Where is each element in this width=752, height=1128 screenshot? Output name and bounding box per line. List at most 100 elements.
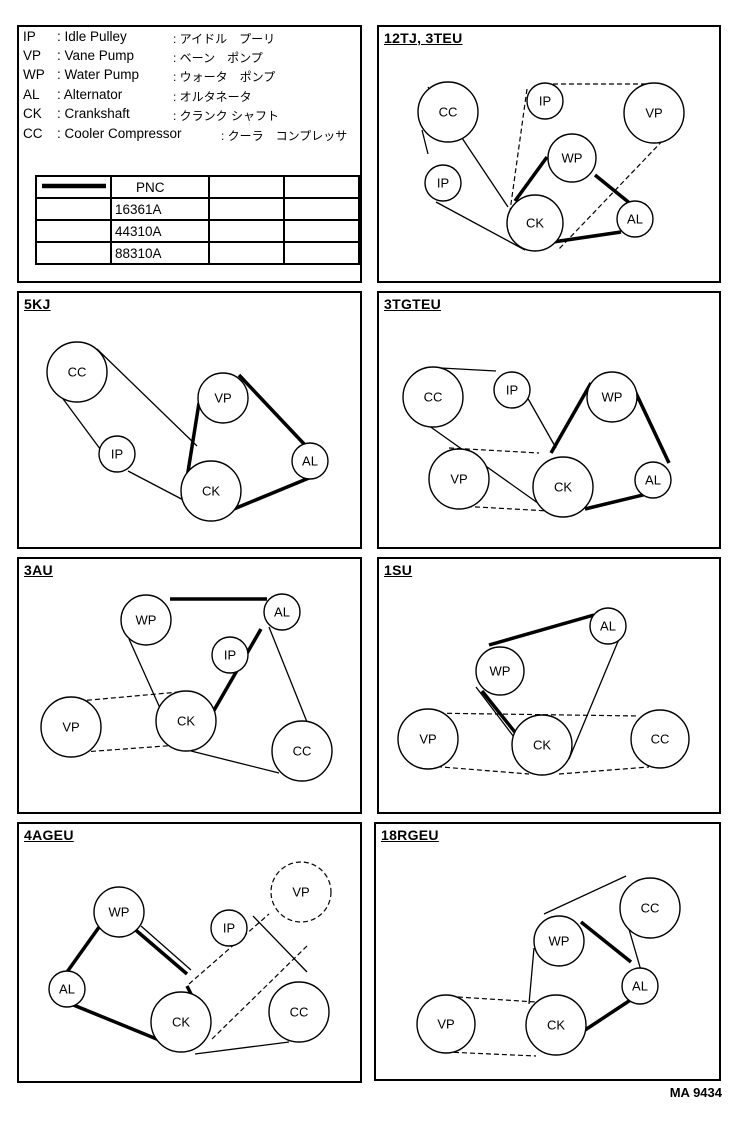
pulley-label: CK: [533, 738, 551, 753]
pulley-ip: [424, 164, 462, 202]
pulley-label: AL: [632, 979, 648, 994]
pulley-label: CK: [202, 484, 220, 499]
panel-title: 18RGEU: [381, 827, 439, 843]
pulley-al: [634, 461, 672, 499]
pulley-label: AL: [627, 212, 643, 227]
belt-diagram: CC WP AL VP CK: [416, 875, 681, 1057]
pulley-label: IP: [437, 176, 449, 191]
panel-title: 5KJ: [24, 296, 51, 312]
pulley-wp: [547, 133, 597, 183]
legend-row-cc: CC: Cooler Compressor: クーラ コンプレッサ: [23, 126, 348, 143]
belt-diagram: CC IP VP AL CK: [46, 341, 329, 522]
figure-code: MA 9434: [669, 1085, 722, 1100]
pulley-label: CC: [290, 1005, 309, 1020]
pulley-label: IP: [224, 648, 236, 663]
pulley-cc: [630, 709, 690, 769]
pulley-label: CK: [554, 480, 572, 495]
pulley-label: WP: [602, 390, 623, 405]
pulley-label: CK: [172, 1015, 190, 1030]
pulley-al: [621, 967, 659, 1005]
pulley-ck: [525, 994, 587, 1056]
pulley-cc: [402, 366, 464, 428]
pulley-label: WP: [490, 664, 511, 679]
pulley-ip: [211, 636, 249, 674]
pulley-label: AL: [59, 982, 75, 997]
pulley-al: [291, 442, 329, 480]
diagram-4ageu: 4AGEU VP WP IP AL: [17, 822, 362, 1083]
diagram-3tgteu: 3TGTEU CC IP WP VP CK: [377, 291, 721, 549]
pulley-vp: [197, 372, 249, 424]
panel-title: 3AU: [24, 562, 53, 578]
panel-title: 4AGEU: [24, 827, 74, 843]
pulley-label: WP: [136, 613, 157, 628]
pulley-ip: [210, 909, 248, 947]
diagram-12tj-3teu: 12TJ, 3TEU CC IP IP VP WP: [377, 25, 721, 283]
pulley-label: AL: [274, 605, 290, 620]
belt-diagram: VP WP IP AL CK CC: [48, 861, 332, 1055]
pulley-label: VP: [450, 472, 467, 487]
diagram-18rgeu: 18RGEU CC WP AL VP CK: [374, 822, 721, 1081]
pnc-row-dashed: 44310A: [35, 185, 360, 243]
panel-title: 1SU: [384, 562, 413, 578]
pulley-vp: [623, 82, 685, 144]
pulley-label: VP: [645, 106, 662, 121]
pulley-label: IP: [506, 383, 518, 398]
belt-diagram: CC IP WP VP CK AL: [402, 366, 672, 518]
pulley-label: CC: [641, 901, 660, 916]
pulley-label: AL: [600, 619, 616, 634]
pulley-ip: [98, 435, 136, 473]
pulley-label: VP: [437, 1017, 454, 1032]
pulley-ck: [506, 194, 564, 252]
thin-line-sample: [42, 185, 106, 187]
pulley-label: VP: [292, 885, 309, 900]
pulley-ck: [155, 690, 217, 752]
pulley-label: WP: [562, 151, 583, 166]
pulley-label: CK: [547, 1018, 565, 1033]
pulley-ck: [532, 456, 594, 518]
pulley-vp: [416, 994, 476, 1054]
belt-diagram: CC IP IP VP WP CK AL: [417, 81, 685, 252]
pulley-wp: [533, 915, 585, 967]
pulley-label: VP: [214, 391, 231, 406]
pulley-ip: [526, 82, 564, 120]
legend-row-ck: CK: Crankshaft: クランク シャフト: [23, 106, 280, 123]
pnc-table: PNC 16361A 44310A 88310A: [35, 175, 360, 265]
pulley-vp: [40, 696, 102, 758]
pulley-ck: [180, 460, 242, 522]
pulley-ip: [493, 371, 531, 409]
pulley-label: CC: [293, 744, 312, 759]
pulley-ck: [150, 991, 212, 1053]
pnc-row-thick: 16361A: [35, 183, 360, 221]
pnc-value: 16361A: [109, 197, 211, 221]
pulley-vp: [397, 708, 459, 770]
pnc-header-row: PNC: [35, 175, 360, 199]
pulley-label: CK: [177, 714, 195, 729]
pulley-label: IP: [539, 94, 551, 109]
pulley-label: CK: [526, 216, 544, 231]
legend-row-wp: WP: Water Pump: ウォータ ポンプ: [23, 67, 276, 84]
pulley-label: WP: [549, 934, 570, 949]
pulley-label: VP: [62, 720, 79, 735]
pulley-label: CC: [68, 365, 87, 380]
belt-diagram: WP AL IP VP CK CC: [40, 593, 333, 782]
pulley-cc: [268, 981, 330, 1043]
pulley-label: VP: [419, 732, 436, 747]
panel-title: 12TJ, 3TEU: [384, 30, 463, 46]
pulley-label: CC: [424, 390, 443, 405]
pnc-value: 88310A: [109, 241, 211, 265]
pulley-label: AL: [302, 454, 318, 469]
panel-title: 3TGTEU: [384, 296, 442, 312]
pulley-label: AL: [645, 473, 661, 488]
pulley-wp: [93, 886, 145, 938]
pulley-cc: [619, 877, 681, 939]
pulley-cc: [46, 341, 108, 403]
legend-row-vp: VP: Vane Pump: ベーン ポンプ: [23, 48, 263, 65]
pulley-label: IP: [223, 921, 235, 936]
belt-diagram: AL WP VP CK CC: [397, 607, 690, 776]
pulley-cc: [271, 720, 333, 782]
pnc-header: PNC: [109, 175, 211, 199]
legend-row-ip: IP: Idle Pulley: アイドル プーリ: [23, 29, 276, 46]
pulley-wp: [120, 594, 172, 646]
legend-row-al: AL: Alternator: オルタネータ: [23, 87, 252, 104]
diagram-3au: 3AU WP AL IP VP CK CC: [17, 557, 362, 814]
